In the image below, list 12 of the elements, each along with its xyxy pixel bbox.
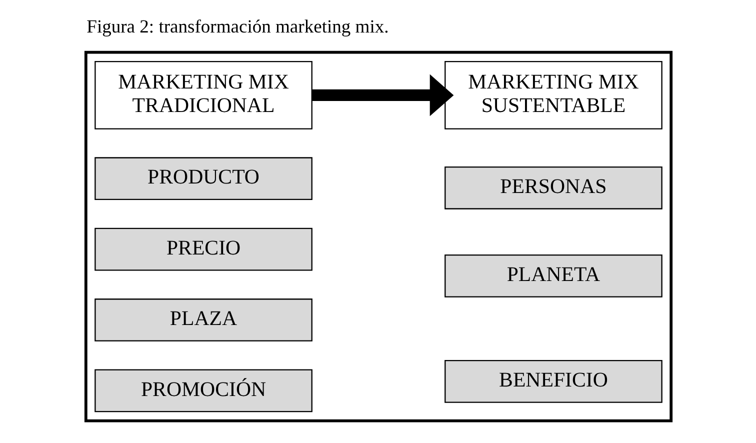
node-box: PERSONAS xyxy=(444,166,662,210)
node-box: MARKETING MIX TRADICIONAL xyxy=(94,61,312,130)
cluster xyxy=(84,50,672,422)
node-box: MARKETING MIX SUSTENTABLE xyxy=(444,61,662,130)
arrow xyxy=(312,74,454,116)
node-box: PROMOCIÓN xyxy=(94,369,312,412)
node-box: PRODUCTO xyxy=(94,157,312,200)
node-box: PLANETA xyxy=(444,254,662,298)
node-box: PRECIO xyxy=(94,228,312,271)
diagram-title: Figura 2: transformación marketing mix. xyxy=(86,16,388,38)
node-box: BENEFICIO xyxy=(444,360,662,403)
node-box: PLAZA xyxy=(94,298,312,342)
